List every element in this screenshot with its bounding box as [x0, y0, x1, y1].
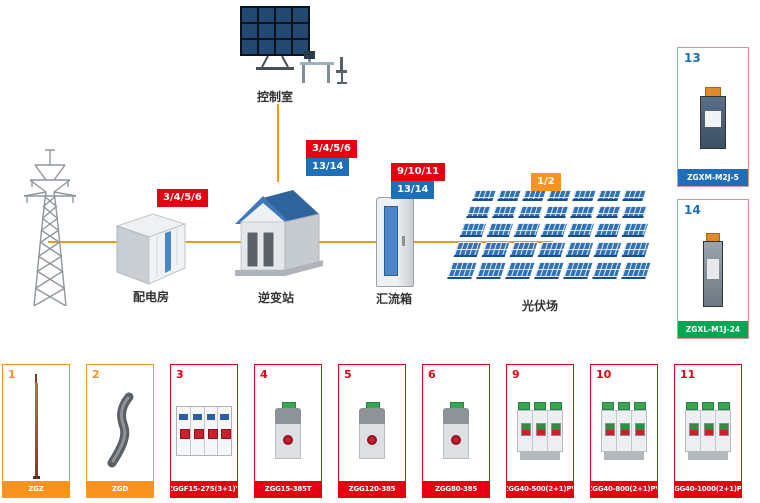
tag-inverter-station-red: 3/4/5/6 — [306, 140, 357, 158]
pv-panel-array — [447, 190, 656, 292]
product-model-label: ZGG40-1000(2+1)PV — [675, 481, 741, 497]
distribution-room-building — [113, 206, 189, 290]
product-card-6: 6 ZGG80-385 — [422, 364, 490, 498]
product-number: 3 — [176, 368, 184, 381]
cabinet-handle — [402, 236, 405, 246]
transmission-tower — [6, 138, 94, 310]
tag-inverter-station-blue: 13/14 — [306, 158, 350, 176]
control-room-video-wall — [240, 6, 310, 76]
side-product-number: 13 — [684, 51, 701, 65]
control-room-desk — [298, 44, 352, 94]
product-card-9: 9 ZGG40-500(2+1)PV — [506, 364, 574, 498]
tag-distribution-room-red: 3/4/5/6 — [157, 189, 208, 207]
product-model-label: ZGZ — [3, 481, 69, 497]
product-image-spd-single — [423, 381, 489, 480]
tag-pv-field-orange: 1/2 — [531, 173, 561, 191]
product-model-label: ZGG40-500(2+1)PV — [507, 481, 573, 497]
connection-line-control-room — [277, 104, 279, 182]
product-image-spd-pv-triple — [591, 381, 657, 480]
product-card-1: 1 ZGZ — [2, 364, 70, 498]
product-model-label: ZGG15-385T — [255, 481, 321, 497]
product-number: 6 — [428, 368, 436, 381]
side-product-number: 14 — [684, 203, 701, 217]
video-wall-stand — [256, 55, 294, 70]
product-image-ground-clamp — [87, 381, 153, 480]
product-number: 1 — [8, 368, 16, 381]
product-number: 11 — [680, 368, 696, 381]
inverter-station-building — [227, 174, 327, 288]
product-card-3: 3 ZGGF15-275(3+1)Y — [170, 364, 238, 498]
tag-combiner-box-red: 9/10/11 — [391, 163, 446, 181]
product-number: 4 — [260, 368, 268, 381]
label-combiner-box: 汇流箱 — [375, 292, 412, 306]
side-product-model-label: ZGXL-M1J-24 — [678, 321, 748, 338]
product-image-signal-spd — [678, 68, 748, 168]
product-model-label: ZGG40-800(2+1)PV — [591, 481, 657, 497]
product-card-11: 11 ZGG40-1000(2+1)PV — [674, 364, 742, 498]
product-model-label: ZGGF15-275(3+1)Y — [171, 481, 237, 497]
label-inverter-station: 逆变站 — [257, 291, 294, 305]
product-image-lightning-rod — [3, 373, 69, 480]
combiner-box-cabinet — [376, 197, 414, 287]
product-card-5: 5 ZGG120-385 — [338, 364, 406, 498]
product-number: 9 — [512, 368, 520, 381]
product-model-label: ZGD — [87, 481, 153, 497]
cabinet-door-panel — [384, 206, 398, 276]
product-image-signal-spd — [678, 220, 748, 320]
product-card-2: 2 ZGD — [86, 364, 154, 498]
product-model-label: ZGG80-385 — [423, 481, 489, 497]
product-number: 5 — [344, 368, 352, 381]
side-product-model-label: ZGXM-M2J-5 — [678, 169, 748, 186]
product-model-label: ZGG120-385 — [339, 481, 405, 497]
product-card-10: 10 ZGG40-800(2+1)PV — [590, 364, 658, 498]
product-image-spd-single — [339, 381, 405, 480]
product-number: 10 — [596, 368, 612, 381]
product-image-spd-pv-triple — [507, 381, 573, 480]
product-number: 2 — [92, 368, 100, 381]
label-control-room: 控制室 — [256, 90, 293, 104]
side-product-13: 13 ZGXM-M2J-5 — [677, 47, 749, 187]
product-image-spd-single — [255, 381, 321, 480]
product-image-spd-pv-triple — [675, 381, 741, 480]
label-pv-field: 光伏场 — [521, 299, 558, 313]
product-image-spd-4pole — [171, 381, 237, 480]
side-product-14: 14 ZGXL-M1J-24 — [677, 199, 749, 339]
label-distribution-room: 配电房 — [132, 290, 169, 304]
product-card-4: 4 ZGG15-385T — [254, 364, 322, 498]
tag-combiner-box-blue: 13/14 — [391, 181, 435, 199]
